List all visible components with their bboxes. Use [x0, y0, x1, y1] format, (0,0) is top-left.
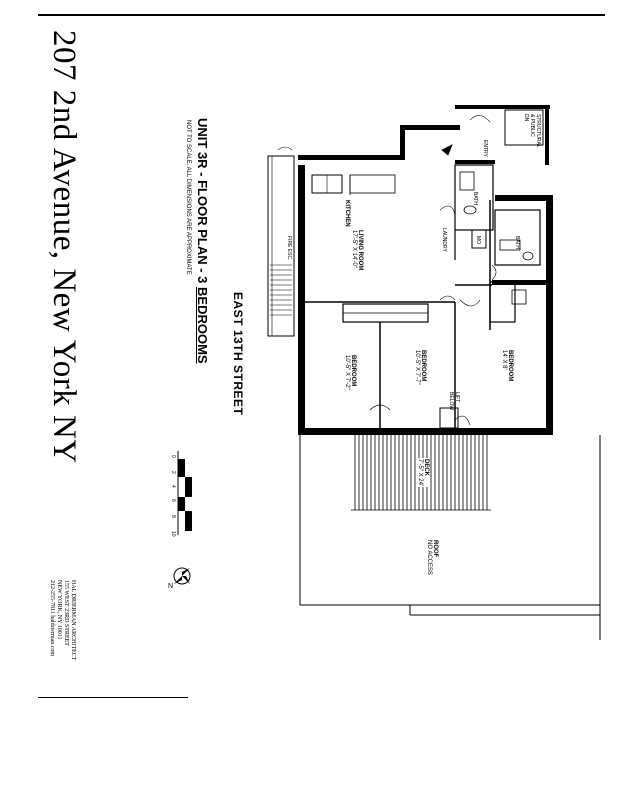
room-label-bath-2: BATH: [514, 236, 520, 249]
deck-hatching: [351, 435, 491, 511]
scale-tick-0: 0: [170, 455, 176, 458]
roof-name: ROOF: [432, 540, 438, 558]
room-label-entry: ENTRY: [482, 140, 488, 157]
scale-tick-2: 4: [170, 485, 176, 488]
room-label-bedroom-1: BEDROOM 10'-5" X 7'-2": [344, 355, 356, 390]
living-room-dims: 17'-5" X 14'-0": [351, 230, 357, 268]
room-label-bedroom-2: BEDROOM 10'-5" X 7'-7": [414, 350, 426, 385]
bedroom-1-dims: 10'-5" X 7'-2": [344, 355, 350, 390]
deck-name: DECK: [423, 459, 429, 477]
north-arrow-icon: N: [168, 567, 191, 590]
exterior-walls: [298, 105, 553, 435]
living-room-name: LIVING ROOM: [357, 230, 363, 271]
bedroom-1-name: BEDROOM: [350, 355, 356, 387]
deck-dims: 7'-5" X 24': [417, 459, 423, 487]
room-label-living-room: LIVING ROOM 17'-5" X 14'-0": [351, 230, 363, 270]
interior-walls: [305, 109, 544, 429]
scale-tick-1: 2: [170, 471, 176, 474]
room-label-public-hall: STRUCTURAL & PUBLIC DN: [523, 114, 541, 148]
fire-escape: [267, 146, 295, 337]
fixtures: [441, 144, 534, 305]
bedroom-3-name: BEDROOM: [507, 350, 513, 382]
top-border-line: [38, 14, 605, 16]
room-label-mo: MO: [475, 236, 481, 245]
scale-tick-5: 10: [170, 531, 176, 537]
room-label-kitchen: KITCHEN: [344, 200, 350, 227]
room-label-roof: ROOF NO ACCESS: [426, 540, 438, 575]
scale-bar: 0 2 4 6 8 10: [170, 451, 192, 537]
door-swings: [369, 115, 497, 426]
bedroom-2-name: BEDROOM: [420, 350, 426, 382]
bottom-border-line: [38, 697, 188, 698]
room-label-bath-1: BATH: [472, 192, 478, 205]
north-label: N: [168, 583, 173, 590]
room-label-bedroom-3: BEDROOM 14' X 8': [501, 350, 513, 381]
bedroom-2-dims: 10'-5" X 7'-7": [414, 350, 420, 385]
roof-note: NO ACCESS: [426, 540, 432, 576]
scale-tick-4: 8: [170, 515, 176, 518]
label-lift: LIFT BELOW: [448, 392, 460, 411]
room-label-laundry: LAUNDRY: [441, 228, 447, 252]
roof-outline: [299, 435, 601, 640]
scale-tick-3: 6: [170, 499, 176, 502]
label-fire-escape: FIRE ESC.: [286, 236, 292, 261]
room-label-deck: DECK 7'-5" X 24': [416, 458, 430, 488]
